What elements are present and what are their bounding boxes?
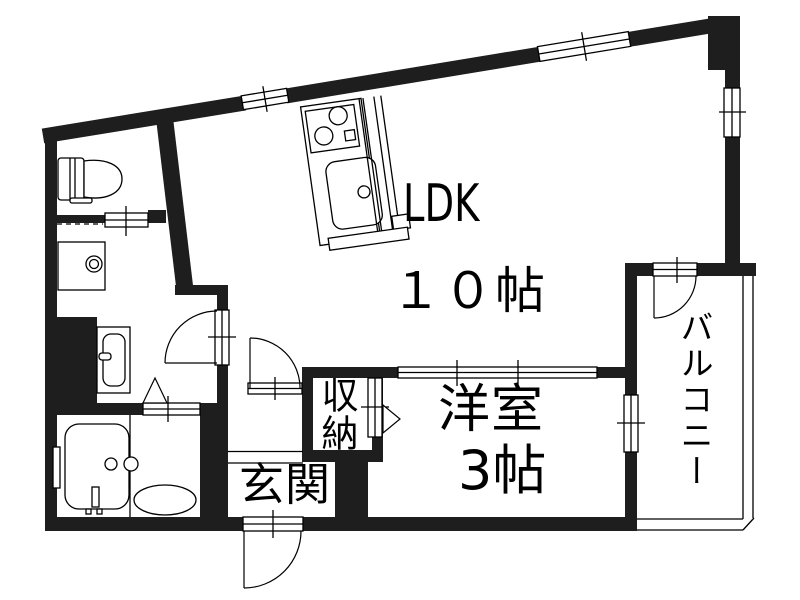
wall-bath-north-b [200, 403, 228, 415]
washbasin-icon [57, 241, 106, 291]
fixtures [52, 95, 412, 517]
stove-burners-icon [304, 103, 361, 154]
bath-door-handle-icon [123, 456, 139, 472]
toilet-icon [57, 157, 123, 204]
window-icon [719, 87, 746, 138]
door-swing-icon [164, 310, 218, 364]
wall-toilet-south [45, 215, 107, 223]
bath-door-jamb [142, 396, 201, 422]
kitchen-sink-icon [325, 156, 383, 230]
storage-floor [313, 378, 372, 450]
room-label-western: 洋室 [438, 380, 545, 440]
door-swings [57, 223, 697, 589]
wall-right-ldk [725, 18, 740, 275]
kitchen-unit-icon [299, 95, 412, 251]
wall-balcony-top-a [625, 263, 653, 276]
storage-door-jamb [361, 377, 389, 438]
window-icon [617, 394, 645, 453]
folding-door-icon [382, 403, 401, 435]
vanity-unit-icon [96, 326, 131, 394]
entrance-door-jamb [242, 510, 304, 538]
window-icon [397, 360, 598, 386]
toilet-door-jamb [104, 206, 149, 236]
room-label-entrance: 玄関 [239, 458, 332, 511]
balcony-railing [637, 276, 755, 531]
ldk-door-jamb [247, 377, 303, 400]
wall-middle-slanted [155, 112, 194, 292]
wall-washroom-block [45, 317, 97, 403]
wall-toilet-south-b [148, 210, 166, 223]
wall-bath-east [200, 415, 228, 517]
wall-balcony-top-b [697, 263, 756, 276]
wall-entrance-east [335, 462, 368, 517]
bath-window-icon [52, 446, 61, 489]
room-label-storage: 収納 [315, 376, 358, 452]
window-icon [536, 30, 632, 63]
wall-top-c [626, 17, 718, 47]
window-icon [240, 86, 290, 112]
wall-hall-west-a [217, 295, 228, 310]
wall-hall-west-b [217, 365, 228, 415]
room-label-balcony: バルコニー [675, 310, 714, 490]
wall-bath-north-a [45, 403, 143, 415]
windows [104, 30, 746, 538]
door-swing-icon [653, 275, 697, 319]
bath-counter-icon [133, 484, 197, 516]
door-swing-icon [243, 530, 302, 589]
wall-top-b [284, 46, 543, 104]
bathtub-icon [52, 415, 197, 517]
room-label-ldk: LDK [403, 174, 480, 234]
folding-door-icon [142, 376, 168, 404]
wall-bottom-west [45, 517, 243, 531]
wall-bottom-east [303, 517, 637, 531]
room-size-western: 3帖 [458, 439, 547, 502]
wall-western-north-a [380, 367, 398, 378]
room-size-ldk: １０帖 [391, 262, 547, 320]
washroom-door-jamb [208, 309, 236, 366]
wall-top-a [41, 95, 247, 144]
door-swing-icon [249, 337, 301, 389]
wall-jog [175, 285, 228, 295]
wall-western-east-a [625, 276, 637, 395]
wall-western-east-b [625, 452, 637, 531]
balcony-door-jamb [652, 257, 698, 283]
wall-western-north-b [597, 367, 625, 378]
